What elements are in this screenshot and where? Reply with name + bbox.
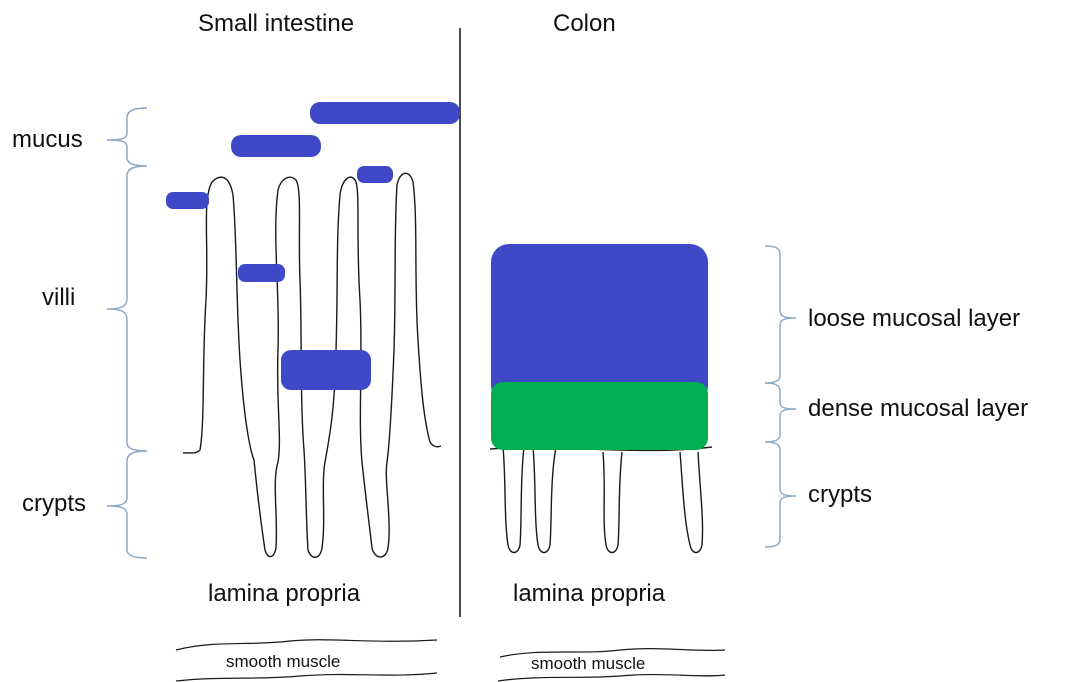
label-lamina-propria-right: lamina propria <box>513 580 665 608</box>
colon-crypts-outline <box>490 447 712 553</box>
mucus-blob <box>238 264 285 282</box>
mucus-blob <box>357 166 393 183</box>
label-villi: villi <box>42 284 75 312</box>
header-small-intestine: Small intestine <box>198 10 354 38</box>
bracket-colon-crypts <box>765 442 796 547</box>
bracket-mucus <box>107 108 147 166</box>
mucus-blob <box>166 192 209 209</box>
mucus-blob <box>281 350 371 390</box>
smooth-muscle-right-bottom <box>498 675 725 681</box>
label-lamina-propria-left: lamina propria <box>208 580 360 608</box>
mucus-blob <box>231 135 321 157</box>
mucus-blob <box>310 102 460 124</box>
smooth-muscle-left-top <box>176 640 437 650</box>
label-crypts-left: crypts <box>22 490 86 518</box>
label-smooth-muscle-left: smooth muscle <box>226 652 340 672</box>
bracket-villi <box>107 166 147 451</box>
label-dense-mucosal-layer: dense mucosal layer <box>808 395 1028 423</box>
dense-mucosal-layer <box>491 382 708 450</box>
label-smooth-muscle-right: smooth muscle <box>531 654 645 674</box>
bracket-loose <box>765 246 796 383</box>
bracket-crypts <box>107 451 147 558</box>
label-crypts-right: crypts <box>808 481 872 509</box>
label-loose-mucosal-layer: loose mucosal layer <box>808 305 1020 333</box>
bracket-dense <box>765 383 796 442</box>
loose-mucosal-layer <box>491 244 708 404</box>
label-mucus: mucus <box>12 126 83 154</box>
smooth-muscle-left-bottom <box>176 673 437 681</box>
header-colon: Colon <box>553 10 616 38</box>
